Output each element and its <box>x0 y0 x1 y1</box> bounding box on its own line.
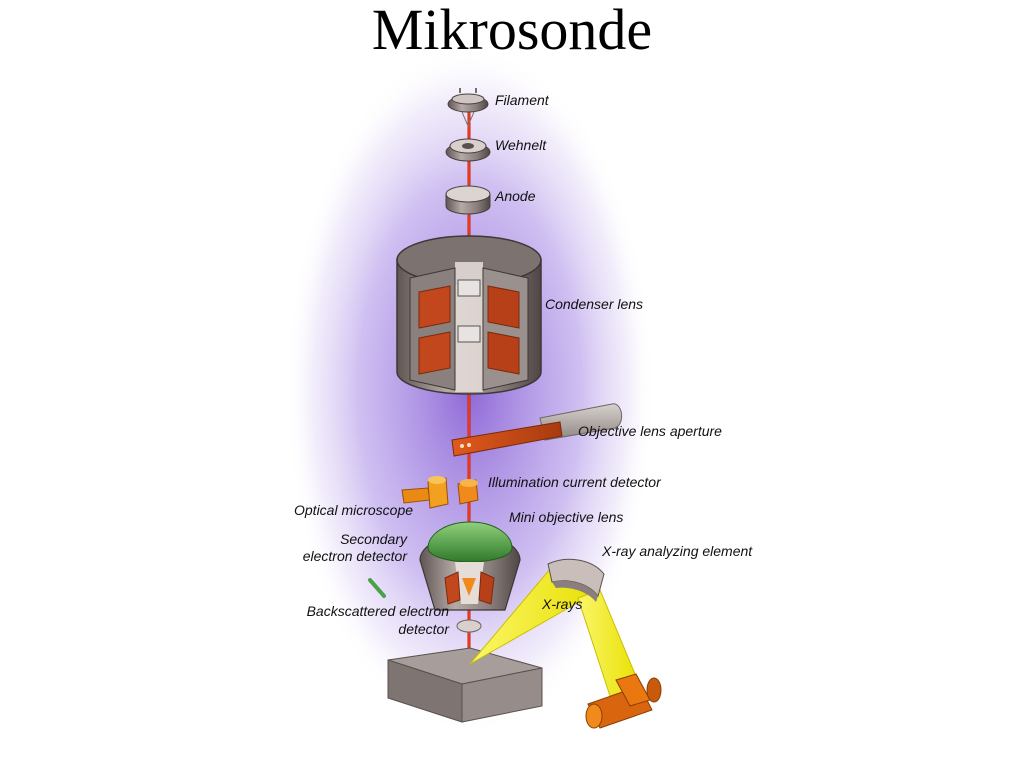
xray-detector-part <box>585 673 662 729</box>
label-illumination-current-detector: Illumination current detector <box>488 474 662 490</box>
backscattered-electron-detector-part <box>368 578 482 633</box>
xray-analyzing-element-part <box>547 558 605 602</box>
label-condenser-lens: Condenser lens <box>545 296 643 312</box>
label-anode: Anode <box>494 188 536 204</box>
anode-part <box>445 185 491 215</box>
label-wehnelt: Wehnelt <box>495 137 547 153</box>
label-backscattered-1: Backscattered electron <box>307 603 450 619</box>
label-xrays: X-rays <box>541 596 582 612</box>
specimen-block <box>387 647 543 723</box>
label-objective-lens-aperture: Objective lens aperture <box>578 423 722 439</box>
optical-microscope-part <box>401 476 449 509</box>
condenser-lens-part <box>396 235 542 395</box>
wehnelt-part <box>445 138 491 162</box>
label-mini-objective-lens: Mini objective lens <box>509 509 623 525</box>
label-optical-microscope: Optical microscope <box>294 502 413 518</box>
label-secondary-electron-detector-1: Secondary <box>340 531 408 547</box>
label-filament: Filament <box>495 92 550 108</box>
filament-part <box>447 88 489 128</box>
illumination-current-detector-part <box>457 479 479 505</box>
mini-objective-lens-part <box>419 521 521 611</box>
label-secondary-electron-detector-2: electron detector <box>303 548 409 564</box>
label-backscattered-2: detector <box>398 621 450 637</box>
label-xray-analyzing-element: X-ray analyzing element <box>601 543 753 559</box>
slide-title: Mikrosonde <box>371 0 653 62</box>
objective-lens-aperture-part <box>451 403 623 457</box>
